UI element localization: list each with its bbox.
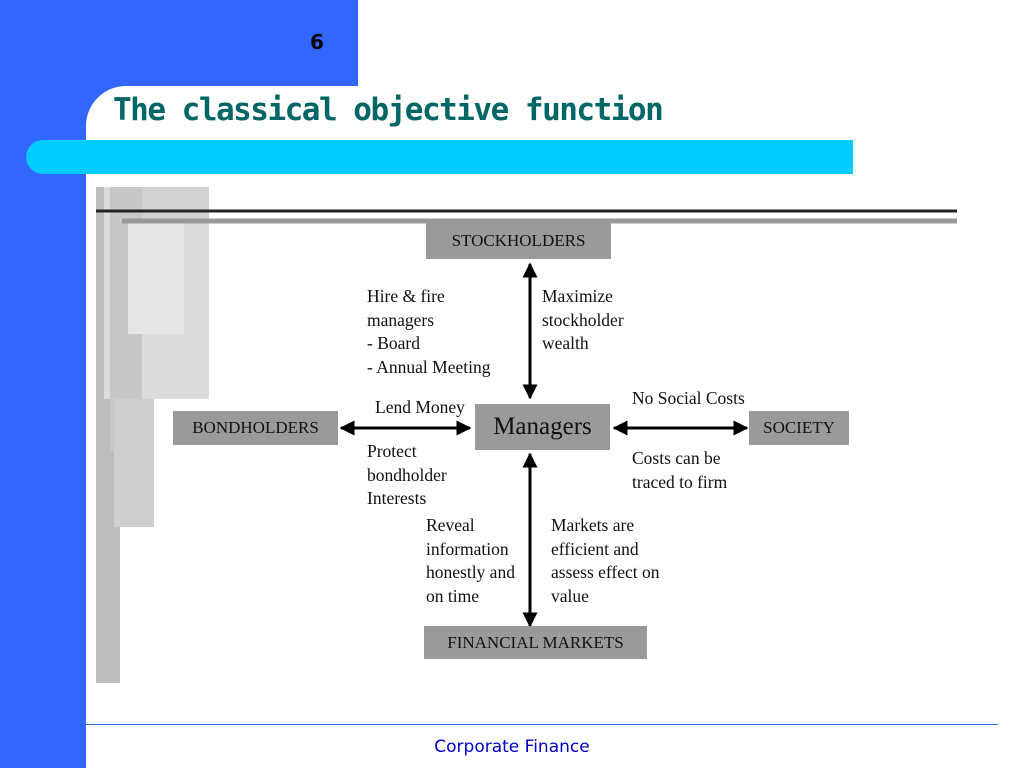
footer-divider: [26, 724, 998, 725]
label-maximize: Maximize stockholder wealth: [542, 286, 624, 353]
slide-title: The classical objective function: [113, 92, 664, 128]
node-society: SOCIETY: [749, 411, 849, 445]
node-managers: Managers: [475, 404, 610, 450]
label-hire-fire: Hire & fire managers - Board - Annual Me…: [367, 286, 491, 377]
background-blue-sidebar: [0, 0, 86, 768]
label-reveal-info: Reveal information honestly and on time: [426, 515, 515, 606]
label-no-social-costs: No Social Costs: [632, 388, 745, 408]
label-protect: Protect bondholder Interests: [367, 441, 447, 508]
node-stockholders: STOCKHOLDERS: [426, 222, 611, 259]
slide-number: 6: [310, 30, 324, 54]
label-lend-money: Lend Money: [375, 397, 465, 417]
node-bondholders: BONDHOLDERS: [173, 411, 338, 445]
footer-text: Corporate Finance: [434, 737, 590, 757]
label-costs-traced: Costs can be traced to firm: [632, 448, 728, 492]
node-financial-markets: FINANCIAL MARKETS: [424, 626, 647, 659]
label-markets-efficient: Markets are efficient and assess effect …: [551, 515, 660, 606]
title-underline-bar: [26, 140, 853, 174]
